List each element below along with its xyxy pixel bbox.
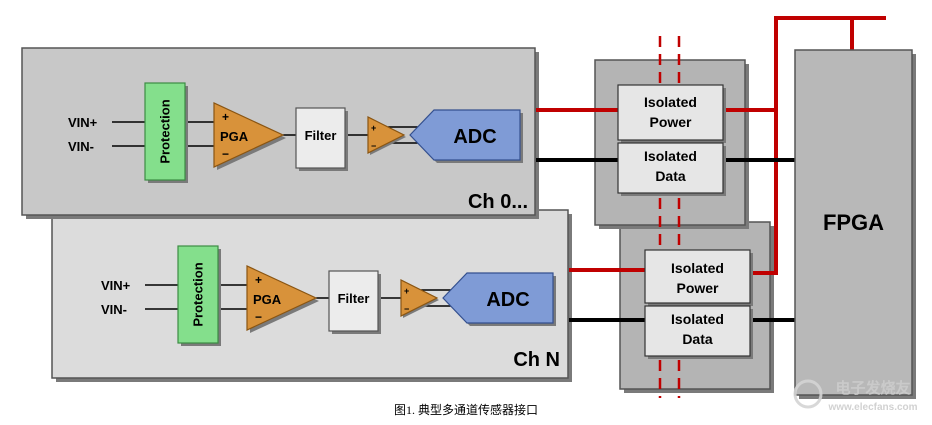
channel-0-label: Ch 0...	[468, 191, 528, 213]
pga-plus-sign: +	[222, 110, 229, 124]
channel-n: VIN+ VIN- Protection + PGA − Filter +	[51, 209, 572, 382]
pga-amplifier	[213, 102, 285, 168]
vin-minus-label: VIN-	[101, 302, 127, 317]
isolated-power-2-label-top: Isolated	[671, 260, 724, 276]
filter-block	[295, 107, 346, 169]
pga-minus-sign: −	[222, 147, 229, 161]
buffer-minus-sign: −	[371, 141, 376, 151]
power-bus-top	[776, 16, 886, 51]
adc-block	[409, 109, 521, 161]
pga-label: PGA	[253, 292, 282, 307]
channel-0-signal-chain: VIN+ VIN- Protection + PGA − Filter +	[68, 82, 523, 183]
pga-plus-sign: +	[255, 273, 262, 287]
fpga-links	[723, 16, 796, 322]
isolated-power-2-cell	[644, 249, 751, 304]
buffer-minus-sign: −	[404, 304, 409, 314]
isolated-power-1-label-top: Isolated	[644, 94, 697, 110]
vin-minus-label: VIN-	[68, 139, 94, 154]
watermark-url: www.elecfans.com	[827, 402, 917, 413]
vin-plus-label: VIN+	[101, 278, 131, 293]
channel-links	[536, 108, 645, 322]
filter-block	[328, 270, 379, 332]
isolation-block-2-cells: Isolated Power Isolated Data	[644, 249, 753, 359]
buffer-plus-sign: +	[371, 123, 376, 133]
channel-n-label: Ch N	[513, 349, 560, 371]
buffer-amplifier	[367, 116, 406, 154]
pga-label: PGA	[220, 129, 249, 144]
channel-n-signal-chain: VIN+ VIN- Protection + PGA − Filter +	[101, 245, 556, 346]
fpga-label: FPGA	[823, 210, 884, 235]
filter-label: Filter	[305, 128, 337, 143]
protection-block	[144, 82, 186, 181]
watermark-brand: 电子发烧友	[835, 379, 910, 397]
channel-0: VIN+ VIN- Protection + PGA − Filter +	[21, 47, 539, 219]
isolated-data-2-label-top: Isolated	[671, 311, 724, 327]
protection-block	[177, 245, 219, 344]
fpga: FPGA	[794, 49, 916, 399]
vin-plus-label: VIN+	[68, 115, 98, 130]
fpga-block	[794, 49, 913, 396]
isolated-power-2-label-bottom: Power	[676, 280, 719, 296]
isolated-data-1-label-bottom: Data	[655, 168, 686, 184]
protection-label: Protection	[191, 262, 206, 326]
filter-label: Filter	[338, 291, 370, 306]
pga-minus-sign: −	[255, 310, 262, 324]
isolated-data-2-label-bottom: Data	[682, 331, 713, 347]
adc-label: ADC	[486, 289, 529, 311]
isolation-block-1-cells: Isolated Power Isolated Data	[617, 84, 726, 196]
isolated-data-1-label-top: Isolated	[644, 148, 697, 164]
buffer-plus-sign: +	[404, 286, 409, 296]
pga-amplifier	[246, 265, 318, 331]
adc-label: ADC	[453, 126, 496, 148]
buffer-amplifier	[400, 279, 439, 317]
figure-caption: 图1. 典型多通道传感器接口	[394, 402, 538, 417]
watermark-logo-icon	[793, 379, 823, 409]
isolated-data-1-cell	[617, 142, 724, 194]
protection-label: Protection	[158, 99, 173, 163]
isolated-power-1-label-bottom: Power	[649, 114, 692, 130]
adc-block	[442, 272, 554, 324]
watermark: 电子发烧友 www.elecfans.com	[793, 379, 918, 413]
isolated-power-1-cell	[617, 84, 724, 141]
isolated-data-2-cell	[644, 305, 751, 357]
